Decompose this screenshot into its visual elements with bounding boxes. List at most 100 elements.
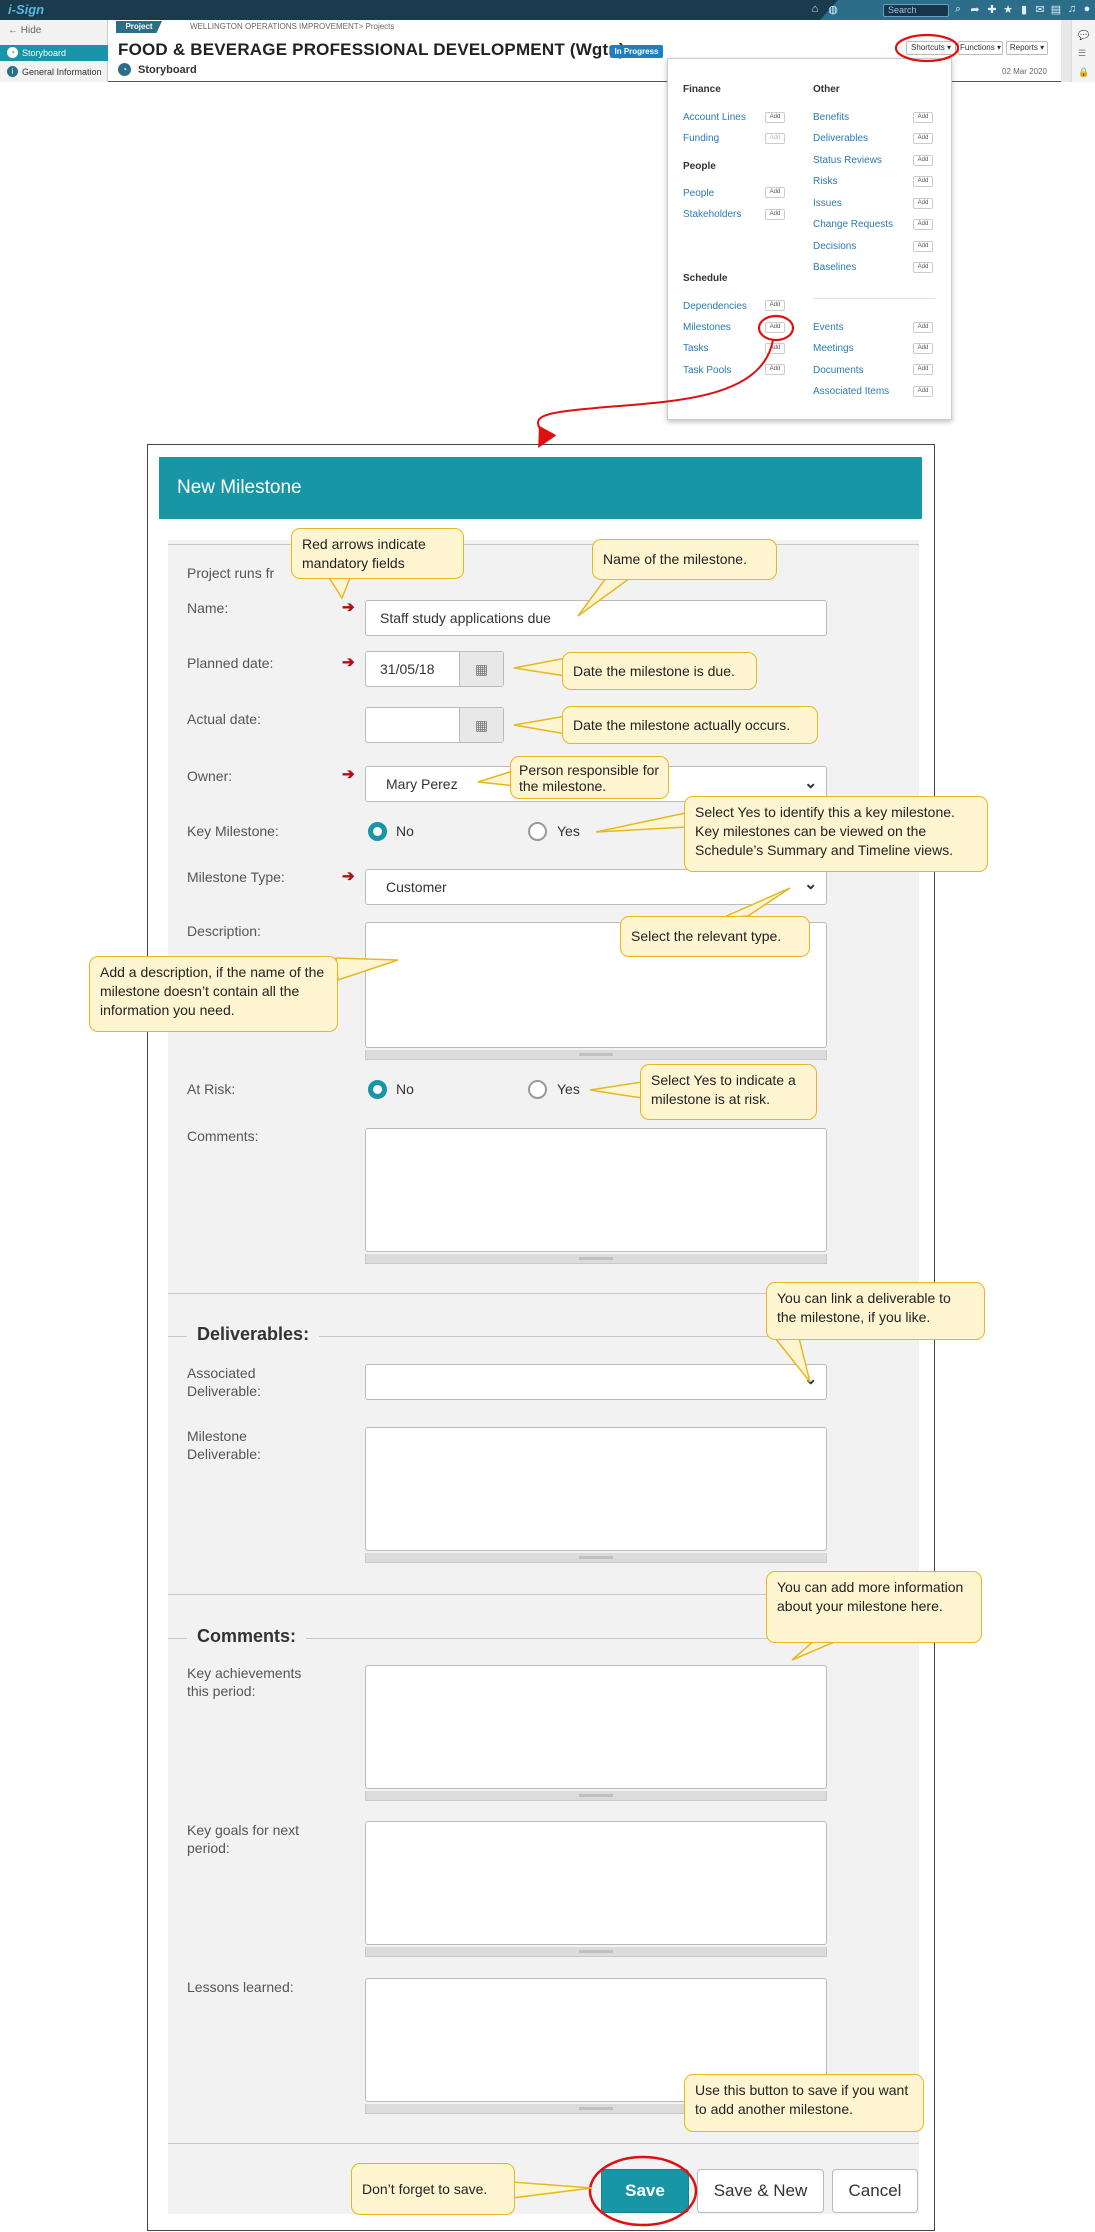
milestone-deliverable-textarea[interactable] xyxy=(365,1427,827,1551)
tab-storyboard[interactable]: Storyboard xyxy=(138,64,197,76)
task-pools-link[interactable]: Task Pools xyxy=(683,365,732,376)
key-milestone-yes-label[interactable]: Yes xyxy=(557,823,580,839)
change-requests-add-button[interactable]: Add xyxy=(913,219,933,230)
documents-add-button[interactable]: Add xyxy=(913,364,933,375)
resize-handle[interactable] xyxy=(365,1050,827,1060)
associated-items-add-button[interactable]: Add xyxy=(913,386,933,397)
shortcuts-button[interactable]: Shortcuts ▾ xyxy=(906,41,956,55)
associated-items-link[interactable]: Associated Items xyxy=(813,386,890,397)
milestone-type-select[interactable]: Customer xyxy=(365,869,827,905)
decisions-link[interactable]: Decisions xyxy=(813,241,857,252)
key-achievements-textarea[interactable] xyxy=(365,1665,827,1789)
hide-sidebar-link[interactable]: ← Hide xyxy=(8,25,42,36)
add-icon[interactable]: ✚ xyxy=(987,4,997,16)
risks-add-button[interactable]: Add xyxy=(913,176,933,187)
callout-at-risk: Select Yes to indicate a milestone is at… xyxy=(640,1064,817,1120)
name-input[interactable]: Staff study applications due xyxy=(365,600,827,636)
lock-icon[interactable]: 🔒 xyxy=(1078,67,1090,77)
callout-milestone-type: Select the relevant type. xyxy=(620,916,810,957)
events-add-button[interactable]: Add xyxy=(913,322,933,333)
documents-link[interactable]: Documents xyxy=(813,365,864,376)
change-requests-link[interactable]: Change Requests xyxy=(813,219,894,230)
dependencies-link[interactable]: Dependencies xyxy=(683,301,747,312)
issues-add-button[interactable]: Add xyxy=(913,198,933,209)
lessons-learned-label: Lessons learned: xyxy=(187,1979,294,1995)
save-button[interactable]: Save xyxy=(601,2169,689,2213)
resize-handle[interactable] xyxy=(365,1254,827,1264)
chevron-down-icon[interactable]: ⌄ xyxy=(804,876,818,893)
share-icon[interactable]: ➦ xyxy=(970,4,980,16)
task-pools-add-button[interactable]: Add xyxy=(765,364,785,375)
at-risk-yes-radio[interactable] xyxy=(528,1080,547,1099)
decisions-add-button[interactable]: Add xyxy=(913,241,933,252)
meetings-add-button[interactable]: Add xyxy=(913,343,933,354)
events-link[interactable]: Events xyxy=(813,322,844,333)
at-risk-no-radio[interactable] xyxy=(368,1080,387,1099)
comment-icon[interactable]: 💬 xyxy=(1078,30,1090,40)
cancel-button[interactable]: Cancel xyxy=(832,2169,918,2213)
associated-deliverable-select[interactable] xyxy=(365,1364,827,1400)
callout-comments: You can add more information about your … xyxy=(766,1571,982,1643)
sidebar-item-general-information[interactable]: General Information xyxy=(0,64,108,80)
milestones-link[interactable]: Milestones xyxy=(683,322,731,333)
search-icon[interactable]: ⌕ xyxy=(954,3,962,15)
comments-textarea[interactable] xyxy=(365,1128,827,1252)
risks-link[interactable]: Risks xyxy=(813,176,838,187)
deliverables-add-button[interactable]: Add xyxy=(913,133,933,144)
breadcrumb[interactable]: WELLINGTON OPERATIONS IMPROVEMENT> Proje… xyxy=(190,22,395,31)
resize-handle[interactable] xyxy=(365,1947,827,1957)
issues-link[interactable]: Issues xyxy=(813,198,842,209)
status-reviews-link[interactable]: Status Reviews xyxy=(813,155,882,166)
key-goals-textarea[interactable] xyxy=(365,1821,827,1945)
people-link[interactable]: People xyxy=(683,188,715,199)
stakeholders-link[interactable]: Stakeholders xyxy=(683,209,742,220)
benefits-link[interactable]: Benefits xyxy=(813,112,850,123)
chat-icon[interactable]: ✉ xyxy=(1035,4,1045,16)
scrollbar[interactable] xyxy=(1061,20,1071,82)
bell-icon[interactable]: ♫ xyxy=(1067,3,1077,15)
at-risk-no-label[interactable]: No xyxy=(396,1081,414,1097)
project-chip: Project xyxy=(116,21,162,33)
key-milestone-no-label[interactable]: No xyxy=(396,823,414,839)
resize-handle[interactable] xyxy=(365,1791,827,1801)
baselines-link[interactable]: Baselines xyxy=(813,262,857,273)
milestone-type-label: Milestone Type: xyxy=(187,869,285,885)
functions-button[interactable]: Functions ▾ xyxy=(958,41,1003,55)
tasks-link[interactable]: Tasks xyxy=(683,343,709,354)
resize-handle[interactable] xyxy=(365,1553,827,1563)
account-lines-link[interactable]: Account Lines xyxy=(683,112,746,123)
list-icon[interactable]: ☰ xyxy=(1078,48,1087,58)
reports-button[interactable]: Reports ▾ xyxy=(1006,41,1048,55)
save-and-new-button[interactable]: Save & New xyxy=(697,2169,824,2213)
globe-icon[interactable]: ◍ xyxy=(828,4,838,16)
document-icon[interactable]: ▤ xyxy=(1050,4,1062,16)
status-reviews-add-button[interactable]: Add xyxy=(913,155,933,166)
chevron-down-icon[interactable]: ⌄ xyxy=(804,775,818,792)
calendar-icon[interactable]: ▦ xyxy=(459,708,503,742)
stakeholders-add-button[interactable]: Add xyxy=(765,209,785,220)
key-milestone-yes-radio[interactable] xyxy=(528,822,547,841)
sidebar-item-storyboard[interactable]: Storyboard xyxy=(0,45,108,61)
at-risk-yes-label[interactable]: Yes xyxy=(557,1081,580,1097)
funding-link[interactable]: Funding xyxy=(683,133,720,144)
baselines-add-button[interactable]: Add xyxy=(913,262,933,273)
key-milestone-no-radio[interactable] xyxy=(368,822,387,841)
callout-actual-date: Date the milestone actually occurs. xyxy=(562,706,818,744)
meetings-link[interactable]: Meetings xyxy=(813,343,854,354)
search-input[interactable]: Search xyxy=(883,4,949,17)
user-icon[interactable]: ● xyxy=(1083,3,1091,15)
deliverables-link[interactable]: Deliverables xyxy=(813,133,869,144)
callout-save-and-new: Use this button to save if you want to a… xyxy=(684,2074,924,2132)
chevron-down-icon[interactable]: ⌄ xyxy=(804,1371,818,1388)
people-add-button[interactable]: Add xyxy=(765,187,785,198)
account-lines-add-button[interactable]: Add xyxy=(765,112,785,123)
dependencies-add-button[interactable]: Add xyxy=(765,300,785,311)
star-icon[interactable]: ★ xyxy=(1003,4,1013,16)
benefits-add-button[interactable]: Add xyxy=(913,112,933,123)
calendar-icon[interactable]: ▦ xyxy=(459,652,503,686)
home-icon[interactable]: ⌂ xyxy=(811,3,819,15)
callout-owner: Person responsible for the milestone. xyxy=(510,756,669,799)
milestones-add-button[interactable]: Add xyxy=(765,322,785,333)
bookmark-icon[interactable]: ▮ xyxy=(1020,4,1028,16)
tasks-add-button[interactable]: Add xyxy=(765,343,785,354)
